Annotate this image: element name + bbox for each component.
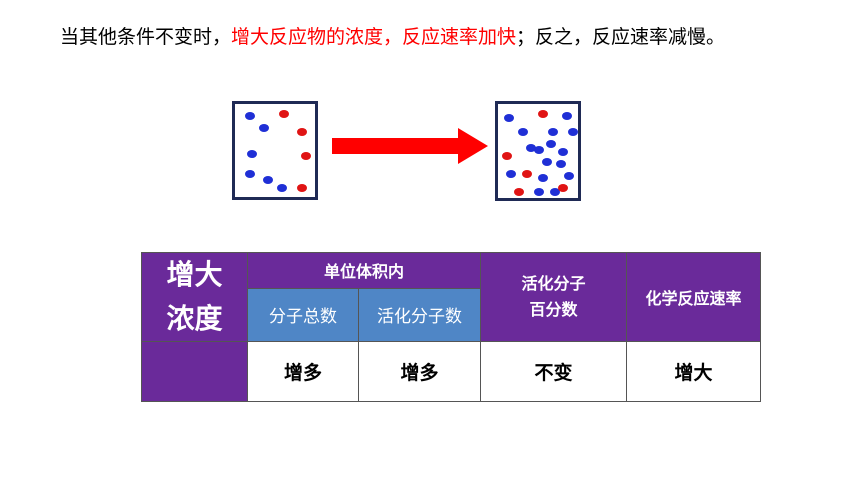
molecule-blue — [548, 128, 558, 136]
molecule-blue — [558, 148, 568, 156]
molecule-red — [538, 110, 548, 118]
molecule-blue — [247, 150, 257, 158]
row-header-line2: 浓度 — [166, 302, 223, 335]
molecule-blue — [526, 144, 536, 152]
molecule-blue — [534, 146, 544, 154]
molecule-red — [297, 184, 307, 192]
molecule-blue — [568, 128, 578, 136]
molecule-blue — [542, 158, 552, 166]
headline-highlight: 增大反应物的浓度，反应速率加快 — [231, 26, 517, 48]
group-header-per-unit-volume: 单位体积内 — [247, 252, 481, 289]
row-header-increase-concentration: 增大 浓度 — [141, 252, 248, 342]
molecule-blue — [556, 160, 566, 168]
molecule-blue — [534, 188, 544, 196]
molecule-blue — [564, 172, 574, 180]
molecule-blue — [518, 128, 528, 136]
col-header-activated-percentage: 活化分子 百分数 — [480, 252, 627, 342]
molecule-blue — [546, 140, 556, 148]
molecule-blue — [245, 112, 255, 120]
headline-suffix: ；反之，反应速率减慢。 — [516, 26, 726, 48]
right-arrow-icon — [332, 128, 488, 164]
molecule-blue — [245, 170, 255, 178]
molecule-blue — [550, 188, 560, 196]
sub-header-total-molecules: 分子总数 — [247, 287, 359, 343]
molecule-red — [522, 170, 532, 178]
molecule-red — [297, 128, 307, 136]
molecule-red — [558, 184, 568, 192]
value-reaction-rate: 增大 — [626, 341, 761, 402]
molecule-blue — [277, 184, 287, 192]
headline-prefix: 当其他条件不变时， — [60, 26, 232, 48]
col-activation-line2: 百分数 — [529, 300, 578, 319]
col-header-reaction-rate: 化学反应速率 — [626, 252, 761, 342]
col-activation-line1: 活化分子 — [521, 274, 586, 293]
molecule-blue — [259, 124, 269, 132]
molecule-blue — [263, 176, 273, 184]
molecule-blue — [504, 114, 514, 122]
row-header-line1: 增大 — [166, 258, 223, 291]
sub-header-activated-molecules: 活化分子数 — [358, 287, 481, 343]
molecule-blue — [562, 112, 572, 120]
before-container — [232, 101, 318, 200]
molecule-red — [502, 152, 512, 160]
molecule-red — [301, 152, 311, 160]
value-activated-percentage: 不变 — [480, 341, 627, 402]
molecule-blue — [506, 170, 516, 178]
value-total-molecules: 增多 — [247, 341, 359, 402]
concentration-table: 增大 浓度 单位体积内 活化分子 百分数 化学反应速率 分子总数 活化分子数 增… — [141, 252, 761, 402]
headline: 当其他条件不变时，增大反应物的浓度，反应速率加快；反之，反应速率减慢。 — [60, 22, 725, 49]
after-container — [495, 101, 581, 201]
arrow-shape — [332, 128, 488, 164]
value-activated-molecules: 增多 — [358, 341, 481, 402]
molecule-red — [514, 188, 524, 196]
row-header-filler — [141, 341, 248, 402]
molecule-blue — [538, 174, 548, 182]
molecule-red — [279, 110, 289, 118]
